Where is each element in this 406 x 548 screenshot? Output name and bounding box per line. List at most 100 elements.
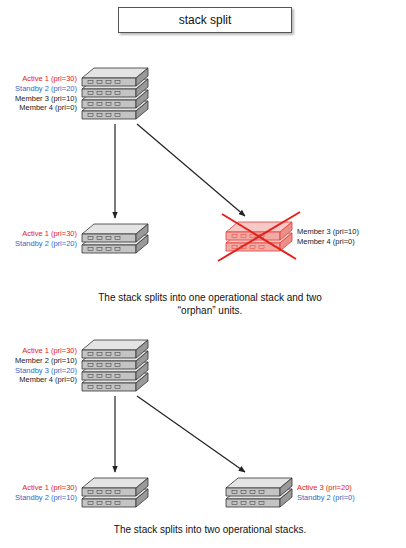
- member-label: Standby 2 (pri=0): [297, 493, 355, 503]
- port: [115, 237, 120, 240]
- stack-unit: [136, 224, 148, 242]
- port: [115, 491, 120, 494]
- port: [106, 353, 111, 356]
- member-label: Standby 2 (pri=20): [15, 239, 77, 249]
- member-label: Member 3 (pri=10): [15, 94, 77, 104]
- stack-unit: [280, 222, 292, 240]
- stack-unit: [136, 478, 148, 496]
- port: [115, 81, 120, 84]
- port: [232, 246, 237, 249]
- stack-icon: [82, 68, 148, 119]
- port: [97, 375, 102, 378]
- port: [115, 502, 120, 505]
- member-list: Active 3 (pri=20)Standby 2 (pri=0): [297, 483, 355, 503]
- split-arrow: [114, 124, 115, 218]
- stack-unit: [280, 478, 292, 496]
- split-arrow: [137, 396, 245, 472]
- port: [97, 491, 102, 494]
- stack-icon: [82, 224, 148, 253]
- stack-unit: [82, 245, 136, 253]
- stack-unit: [82, 89, 136, 97]
- port: [88, 353, 93, 356]
- port: [115, 103, 120, 106]
- port: [259, 491, 264, 494]
- port: [97, 92, 102, 95]
- port: [115, 92, 120, 95]
- port: [88, 237, 93, 240]
- port: [115, 364, 120, 367]
- stack-group: Active 1 (pri=30)Standby 2 (pri=10): [15, 478, 148, 507]
- member-label: Member 4 (pri=0): [297, 237, 355, 247]
- stack-icon: [82, 478, 148, 507]
- port: [97, 81, 102, 84]
- port: [115, 386, 120, 389]
- port: [115, 353, 120, 356]
- port: [88, 491, 93, 494]
- port: [232, 502, 237, 505]
- stack-icon: [226, 222, 292, 251]
- port: [115, 248, 120, 251]
- port: [232, 491, 237, 494]
- port: [241, 502, 246, 505]
- port: [106, 386, 111, 389]
- port: [97, 237, 102, 240]
- port: [88, 81, 93, 84]
- port: [250, 235, 255, 238]
- port: [241, 235, 246, 238]
- member-label: Standby 3 (pri=20): [15, 366, 77, 376]
- stack-icon: [226, 478, 292, 507]
- port: [115, 375, 120, 378]
- member-label: Member 4 (pri=0): [19, 103, 77, 113]
- stack-unit: [136, 68, 148, 86]
- port: [106, 375, 111, 378]
- stack-group: Active 1 (pri=30)Standby 2 (pri=20)Membe…: [15, 68, 148, 119]
- member-list: Active 1 (pri=30)Standby 2 (pri=10): [15, 483, 77, 503]
- title: stack split: [179, 13, 232, 27]
- stack-group: Active 1 (pri=30)Standby 2 (pri=20): [15, 224, 148, 253]
- port: [97, 114, 102, 117]
- port: [250, 491, 255, 494]
- stack-unit: [82, 488, 136, 496]
- member-label: Active 1 (pri=30): [22, 483, 77, 493]
- port: [97, 103, 102, 106]
- member-list: Active 1 (pri=30)Standby 2 (pri=20): [15, 229, 77, 249]
- split-arrow: [114, 396, 115, 472]
- port: [97, 353, 102, 356]
- port: [106, 81, 111, 84]
- member-label: Member 3 (pri=10): [297, 227, 359, 237]
- stack-unit: [82, 372, 136, 380]
- stack-unit: [136, 340, 148, 358]
- port: [106, 103, 111, 106]
- stack-unit: [82, 111, 136, 119]
- member-label: Active 3 (pri=20): [297, 483, 352, 493]
- port: [88, 92, 93, 95]
- port: [88, 364, 93, 367]
- member-label: Standby 2 (pri=10): [15, 493, 77, 503]
- port: [88, 114, 93, 117]
- port: [88, 386, 93, 389]
- cross-mark: [222, 214, 296, 259]
- stack-group: Active 3 (pri=20)Standby 2 (pri=0): [226, 478, 355, 507]
- port: [106, 491, 111, 494]
- port: [88, 375, 93, 378]
- cross-mark: [218, 212, 300, 261]
- port: [106, 114, 111, 117]
- member-label: Member 2 (pri=10): [15, 356, 77, 366]
- caption-note: The stack splits into one operational st…: [95, 292, 325, 317]
- port: [88, 502, 93, 505]
- stack-unit: [226, 499, 280, 507]
- member-label: Standby 2 (pri=20): [15, 84, 77, 94]
- stack-unit: [82, 499, 136, 507]
- stack-unit: [82, 361, 136, 369]
- member-label: Active 1 (pri=30): [22, 346, 77, 356]
- member-list: Active 1 (pri=30)Standby 2 (pri=20)Membe…: [15, 74, 77, 113]
- port: [259, 246, 264, 249]
- member-list: Member 3 (pri=10)Member 4 (pri=0): [297, 227, 359, 247]
- port: [97, 386, 102, 389]
- port: [106, 92, 111, 95]
- port: [250, 246, 255, 249]
- stack-unit: [82, 350, 136, 358]
- port: [250, 502, 255, 505]
- port: [106, 237, 111, 240]
- port: [259, 502, 264, 505]
